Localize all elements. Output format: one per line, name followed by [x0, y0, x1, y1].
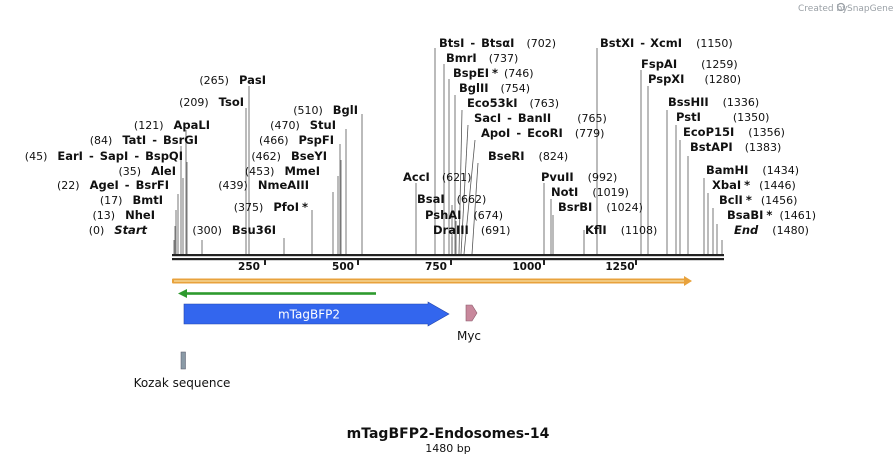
enzyme-bstxi: BstXI-XcmI(1150): [600, 36, 733, 50]
enzyme-tsoi: (209)TsoI: [179, 95, 244, 109]
tick-label: 250: [238, 261, 260, 273]
enzyme-apali: (121)ApaLI: [134, 118, 210, 132]
myc-label: Myc: [457, 329, 481, 343]
enzyme-bmti: (17)BmtI: [100, 193, 163, 207]
enzyme-draiii: DraIII(691): [433, 223, 510, 237]
orf-arrow: [172, 276, 692, 286]
enzyme-bglii: BglII(754): [459, 81, 530, 95]
enzyme-kfli: KflI(1108): [585, 223, 657, 237]
kozak-feature: Kozak sequence: [134, 351, 231, 390]
mtagbfp2-feature: mTagBFP2: [183, 301, 450, 327]
enzyme-ecop15i: EcoP15I(1356): [683, 125, 785, 139]
enzyme-btsi: BtsI-BtsαI(702): [439, 36, 556, 50]
tick-label: 1250: [605, 261, 634, 273]
enzyme-pasi: (265)PasI: [199, 73, 266, 87]
enzyme-pspxi: PspXI(1280): [648, 72, 741, 86]
enzyme-pspfi: (466)PspFI: [259, 133, 334, 147]
myc-feature: Myc: [457, 304, 481, 343]
ruler: 250 500 750 1000 1250: [238, 260, 637, 273]
enzyme-pshai: PshAI(674): [425, 208, 503, 222]
enzyme-bsai: BsaI(662): [417, 192, 486, 206]
enzyme-bspei: BspEI*(746): [453, 66, 534, 80]
enzyme-pvuii: PvuII(992): [541, 170, 617, 184]
dna-backbone: [172, 254, 724, 261]
enzyme-psti: PstI(1350): [676, 110, 769, 124]
start-label: (0)Start: [89, 223, 148, 237]
kozak-label: Kozak sequence: [134, 376, 231, 390]
enzyme-bstapi: BstAPI(1383): [690, 140, 781, 154]
enzyme-stui: (470)StuI: [270, 118, 336, 132]
enzyme-fspai: FspAI(1259): [641, 57, 738, 71]
enzyme-bamhi: BamHI(1434): [706, 163, 799, 177]
enzyme-pfoi: (375)PfoI*: [234, 200, 308, 214]
tick-label: 500: [332, 261, 354, 273]
enzyme-noti: NotI(1019): [551, 185, 629, 199]
primer-arrow: [178, 289, 376, 298]
enzyme-bsshii: BssHII(1336): [668, 95, 759, 109]
enzyme-xbai: XbaI*(1446): [712, 178, 796, 192]
enzyme-bseri: BseRI(824): [488, 149, 568, 163]
enzyme-alei: (35)AleI: [118, 164, 176, 178]
enzyme-saci: SacI-BanII(765): [474, 111, 607, 125]
enzyme-eari: (45)EarI-SapI-BspQI: [25, 149, 183, 163]
enzyme-bsabi: BsaBI*(1461): [727, 208, 816, 222]
created-by-label: Created by: [798, 4, 848, 14]
enzyme-bseyi: (462)BseYI: [251, 149, 327, 163]
end-label: End(1480): [734, 223, 809, 237]
sequence-length: 1480 bp: [425, 442, 470, 455]
enzyme-eco53ki: Eco53kI(763): [467, 96, 559, 110]
tick-label: 750: [425, 261, 447, 273]
enzyme-nmeaiii: (439)NmeAIII: [218, 178, 309, 192]
brand-name: SnapGene: [847, 4, 894, 14]
enzyme-bcli: BclI*(1456): [719, 193, 797, 207]
enzyme-apoi: ApoI-EcoRI(779): [481, 126, 604, 140]
mtagbfp2-label: mTagBFP2: [278, 308, 340, 322]
enzyme-bsu36i: (300)Bsu36I: [192, 223, 276, 237]
enzyme-bgli: (510)BglI: [293, 103, 358, 117]
tick-label: 1000: [512, 261, 541, 273]
enzyme-agei: (22)AgeI-BsrFI: [57, 178, 169, 192]
enzyme-bsrbi: BsrBI(1024): [558, 200, 643, 214]
enzyme-mmei: (453)MmeI: [245, 164, 320, 178]
enzyme-nhei: (13)NheI: [93, 208, 155, 222]
map-title: mTagBFP2-Endosomes-14: [347, 426, 550, 442]
snapgene-logo-icon: [836, 2, 846, 12]
cut-site-leaders: [173, 48, 723, 255]
enzyme-bmri: BmrI(737): [446, 51, 518, 65]
enzyme-acci: AccI(621): [403, 170, 471, 184]
enzyme-tati: (84)TatI-BsrGI: [90, 133, 198, 147]
